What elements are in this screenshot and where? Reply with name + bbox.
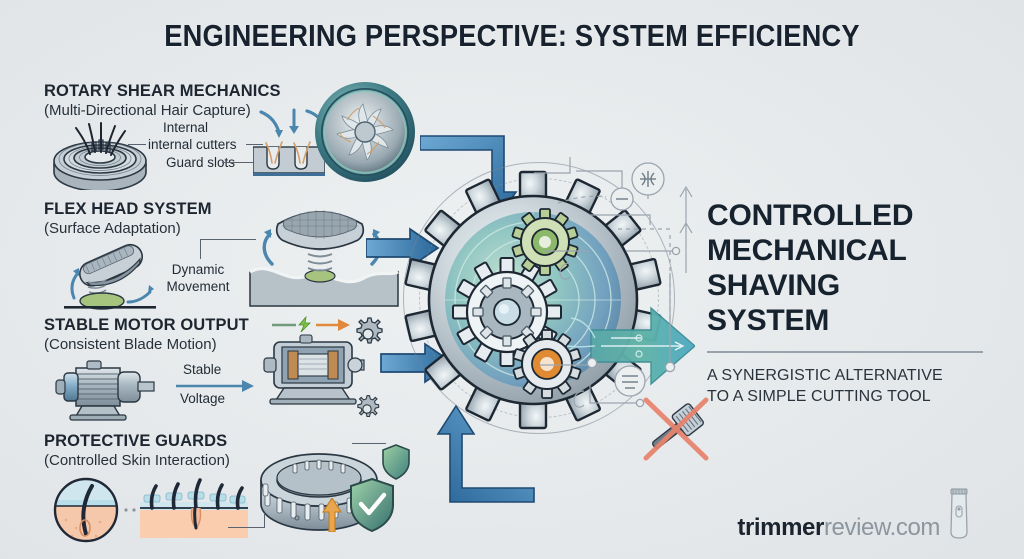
flow-lines bbox=[566, 317, 596, 348]
lightning-bolt-icon bbox=[272, 316, 350, 332]
feature-block-stable-motor-output: STABLE MOTOR OUTPUT (Consistent Blade Mo… bbox=[44, 316, 249, 353]
result-subhead-line-2: TO A SIMPLE CUTTING TOOL bbox=[707, 387, 931, 405]
leader-line bbox=[128, 144, 146, 146]
feature-callout-internal-cutters: internal cutters bbox=[148, 137, 237, 152]
hub-gear-assembly bbox=[404, 170, 695, 430]
feature-callout-internal: Internal bbox=[163, 120, 209, 135]
guard-ring-icon bbox=[260, 453, 378, 531]
skin-follicle-circle-icon bbox=[53, 477, 119, 543]
guard-slot-cross-section-icon bbox=[253, 141, 325, 176]
divider-rule bbox=[707, 351, 983, 353]
electric-motor-icon bbox=[55, 360, 155, 421]
result-headline-line-1: CONTROLLED bbox=[707, 199, 914, 232]
feature-block-flex-head-system: FLEX HEAD SYSTEM (Surface Adaptation) bbox=[44, 200, 212, 237]
stable-voltage-arrow-icon bbox=[176, 380, 254, 392]
leader-line bbox=[264, 513, 266, 528]
site-logo[interactable]: trimmer review.com bbox=[737, 488, 972, 542]
shield-check-icon bbox=[350, 477, 394, 533]
skin-cross-section-icon bbox=[140, 478, 248, 538]
feature-title: STABLE MOTOR OUTPUT bbox=[44, 316, 249, 334]
upward-guard-arrow-icon bbox=[322, 498, 342, 532]
result-panel: CONTROLLED MECHANICAL SHAVING SYSTEM A S… bbox=[707, 198, 1003, 407]
feature-callout-stable: Stable bbox=[183, 362, 222, 377]
trimmer-device-icon bbox=[950, 488, 968, 539]
feature-subtitle: (Consistent Blade Motion) bbox=[44, 336, 217, 353]
rotary-shaver-head-icon bbox=[53, 122, 147, 190]
gear-icon bbox=[357, 395, 380, 418]
feature-subtitle: (Surface Adaptation) bbox=[44, 220, 181, 237]
callout-line-2: Movement bbox=[166, 278, 230, 294]
feature-subtitle: (Controlled Skin Interaction) bbox=[44, 452, 230, 469]
orange-accent-gear bbox=[512, 329, 582, 399]
result-headline-line-3: SHAVING bbox=[707, 269, 841, 302]
leader-line bbox=[222, 162, 256, 164]
schematic-decoration-lines bbox=[534, 157, 693, 408]
result-headline-line-4: SYSTEM bbox=[707, 304, 830, 337]
page-title: ENGINEERING PERSPECTIVE: SYSTEM EFFICIEN… bbox=[164, 18, 860, 53]
callout-line-1: Dynamic bbox=[171, 262, 225, 277]
logo-bold-text: trimmer bbox=[737, 514, 824, 541]
crossed-out-razor-icon bbox=[643, 397, 709, 461]
orbit-ring-outer bbox=[403, 162, 675, 434]
feature-callout-guard-slots: Guard slots bbox=[166, 155, 236, 170]
central-gear-system bbox=[395, 150, 695, 450]
feature-title: ROTARY SHEAR MECHANICS bbox=[44, 82, 281, 100]
feature-block-rotary-shear-mechanics: ROTARY SHEAR MECHANICS (Multi-Directiona… bbox=[44, 82, 281, 119]
result-subhead-line-1: A SYNERGISTIC ALTERNATIVE bbox=[707, 366, 943, 384]
rotary-blade-turbine-icon bbox=[315, 82, 415, 182]
logo-light-text: review.com bbox=[823, 514, 940, 541]
leader-line bbox=[246, 144, 263, 146]
feature-title: FLEX HEAD SYSTEM bbox=[44, 200, 212, 218]
green-accent-gear bbox=[511, 208, 579, 276]
leader-line bbox=[228, 527, 264, 529]
motor-cutaway-icon bbox=[263, 334, 365, 405]
tilted-flex-head-icon bbox=[64, 243, 156, 310]
leader-line bbox=[200, 239, 256, 241]
feature-block-protective-guards: PROTECTIVE GUARDS (Controlled Skin Inter… bbox=[44, 432, 230, 469]
feature-subtitle: (Multi-Directional Hair Capture) bbox=[44, 102, 251, 119]
shield-icon bbox=[382, 444, 410, 480]
leader-line bbox=[352, 443, 386, 445]
feature-title: PROTECTIVE GUARDS bbox=[44, 432, 228, 450]
spring-flex-head-on-wavy-surface-icon bbox=[249, 210, 399, 307]
gear-icon bbox=[356, 317, 383, 344]
input-arrow-guards-to-hub bbox=[436, 404, 535, 503]
result-headline-line-2: MECHANICAL bbox=[707, 234, 907, 267]
leader-line bbox=[200, 239, 202, 259]
feature-callout-voltage: Voltage bbox=[180, 391, 226, 406]
